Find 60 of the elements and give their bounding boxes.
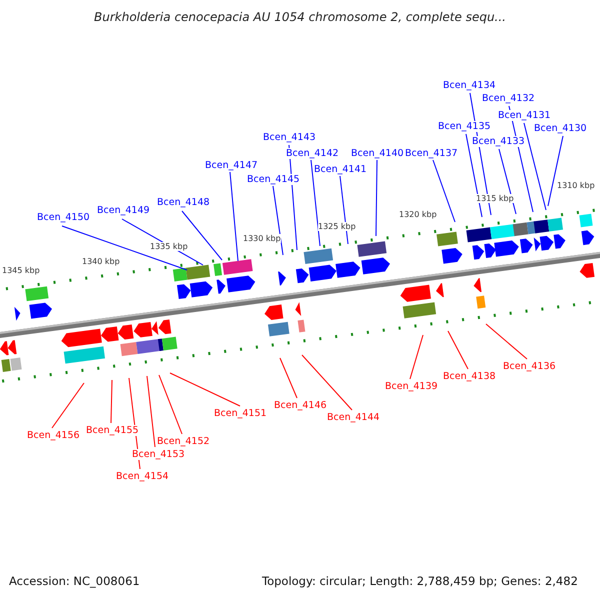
title: Burkholderia cenocepacia AU 1054 chromosome 2, complete sequ... [93, 11, 507, 23]
gene-label: Bcen_4150 [37, 212, 90, 223]
leader-line [146, 376, 156, 448]
gene-label: Bcen_4137 [405, 148, 458, 159]
kbp-label: 1340 kbp [82, 257, 120, 266]
gene-label: Bcen_4147 [205, 160, 258, 171]
leader-line [340, 176, 348, 244]
leader-line [524, 122, 546, 210]
accession-text: Accession: NC_008061 [9, 575, 140, 587]
gene-label: Bcen_4152 [157, 436, 210, 447]
gene-label: Bcen_4151 [214, 408, 267, 419]
leader-line [230, 172, 238, 262]
leader-line [62, 226, 188, 270]
gene-label: Bcen_4132 [482, 93, 535, 104]
gene-label: Bcen_4133 [472, 136, 525, 147]
gene-label: Bcen_4135 [438, 121, 491, 132]
gene-label: Bcen_4146 [274, 400, 327, 411]
gene-label: Bcen_4140 [351, 148, 404, 159]
kbp-label: 1335 kbp [150, 242, 188, 251]
leader-line [182, 210, 222, 260]
leader-line [110, 380, 112, 424]
gene-label: Bcen_4143 [263, 132, 316, 143]
gene-label: Bcen_4134 [443, 80, 496, 91]
gene-label: Bcen_4153 [132, 449, 185, 460]
kbp-label: 1330 kbp [243, 234, 281, 243]
leader-line [448, 330, 468, 370]
kbp-label: 1315 kbp [476, 194, 514, 203]
gene-label: Bcen_4141 [314, 164, 367, 175]
genome-info-text: Topology: circular; Length: 2,788,459 bp; Genes: 2,482 [262, 575, 578, 587]
gene-label: Bcen_4154 [116, 471, 169, 482]
leader-line [52, 382, 84, 428]
gene-label: Bcen_4149 [97, 205, 150, 216]
kbp-label: 1320 kbp [399, 210, 437, 219]
leader-line [158, 374, 182, 434]
gene-label: Bcen_4131 [498, 110, 551, 121]
gene-label: Bcen_4155 [86, 425, 139, 436]
leader-line [310, 160, 320, 246]
leader-line [302, 354, 352, 410]
gene-label: Bcen_4136 [503, 361, 556, 372]
leader-line [410, 334, 424, 380]
gene-label: Bcen_4148 [157, 197, 210, 208]
leader-line [466, 134, 482, 218]
leader-line [280, 358, 298, 398]
gene-label: Bcen_4156 [27, 430, 80, 441]
leader-line [486, 324, 528, 360]
gene-label: Bcen_4142 [286, 148, 339, 159]
gene-label: Bcen_4139 [385, 381, 438, 392]
gene-label: Bcen_4130 [534, 123, 587, 134]
kbp-label: 1325 kbp [318, 222, 356, 231]
leader-line [498, 148, 516, 214]
kbp-label: 1310 kbp [557, 181, 595, 190]
gene-label: Bcen_4144 [327, 412, 380, 423]
leader-line [272, 186, 284, 256]
leader-line [548, 136, 564, 206]
gene-label: Bcen_4145 [247, 174, 300, 185]
leader-line [432, 160, 456, 222]
leader-line [376, 160, 378, 236]
leader-line [170, 372, 240, 406]
gene-label: Bcen_4138 [443, 371, 496, 382]
kbp-label: 1345 kbp [2, 266, 40, 275]
